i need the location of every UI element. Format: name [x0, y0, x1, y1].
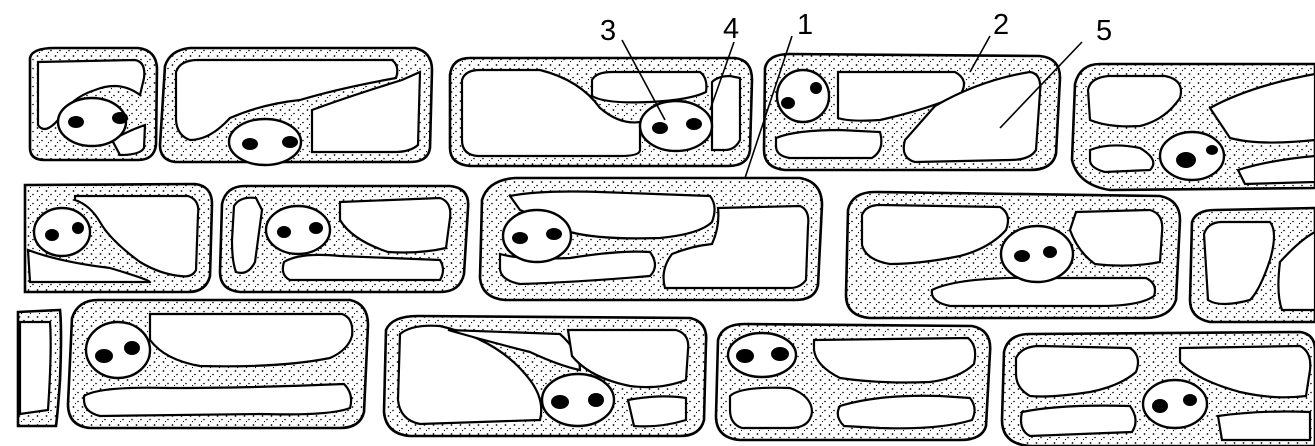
cell-r1-c1 [30, 48, 157, 160]
cell-r1-c5 [1072, 64, 1315, 190]
label-5: 5 [1096, 15, 1112, 47]
label-2: 2 [993, 9, 1009, 41]
label-1: 1 [797, 9, 813, 41]
cell-r2-c3 [480, 178, 822, 300]
cell-r2-c1 [25, 184, 212, 292]
cell-r2-c5 [1190, 208, 1315, 322]
cell-r2-c4 [846, 192, 1180, 318]
cell-r1-c3 [450, 58, 752, 166]
nucleus-r1-c4 [777, 70, 829, 122]
cell-r3-c1 [68, 300, 368, 428]
diagram-labels: 1 2 3 4 5 [600, 9, 1112, 47]
label-4: 4 [723, 13, 739, 45]
cell-r3-c4 [1002, 332, 1315, 446]
nucleus-r2-c4 [1001, 226, 1073, 282]
cell-r2-c2 [220, 186, 468, 292]
label-3: 3 [600, 15, 616, 47]
cell-r3-c3 [716, 324, 990, 440]
cell-r3-c0 [18, 310, 61, 426]
cell-r3-c2 [384, 316, 706, 436]
nucleus-r3-c1 [86, 322, 150, 378]
cell-r1-c2 [160, 48, 432, 165]
